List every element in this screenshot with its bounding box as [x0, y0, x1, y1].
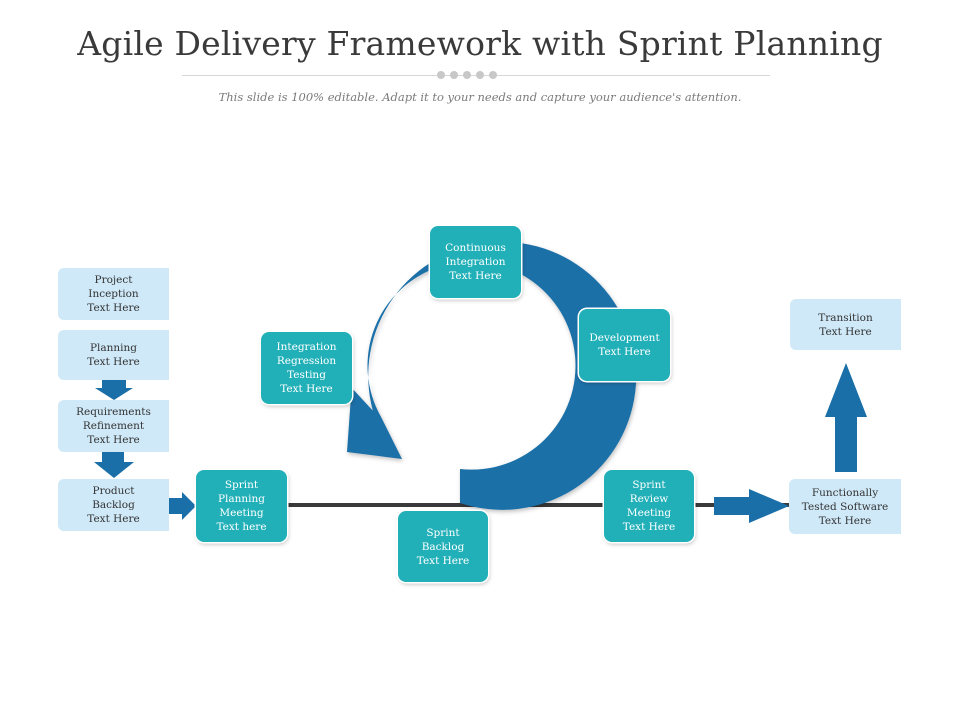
step-planning: Planning Text Here — [58, 330, 169, 380]
step-development: Development Text Here — [579, 309, 670, 381]
subtitle: This slide is 100% editable. Adapt it to… — [218, 90, 742, 104]
divider-dot — [450, 71, 458, 79]
page-title: Agile Delivery Framework with Sprint Pla… — [77, 24, 883, 63]
divider-dot — [437, 71, 445, 79]
step-sprint-backlog: Sprint Backlog Text Here — [398, 511, 488, 582]
step-transition: Transition Text Here — [790, 299, 901, 350]
divider-dot — [476, 71, 484, 79]
step-sprint-review-meeting: Sprint Review Meeting Text Here — [604, 470, 694, 542]
up-arrow-transition — [825, 363, 867, 472]
step-project-inception: Project Inception Text Here — [58, 268, 169, 320]
down-arrow-1 — [95, 380, 133, 400]
right-arrow-backlog — [169, 492, 196, 520]
cycle-arrow — [347, 241, 637, 510]
step-requirements-refinement: Requirements Refinement Text Here — [58, 400, 169, 452]
divider-dot — [489, 71, 497, 79]
down-arrow-2 — [94, 452, 134, 478]
step-continuous-integration: Continuous Integration Text Here — [430, 226, 521, 298]
divider-dots — [437, 71, 497, 79]
step-sprint-planning-meeting: Sprint Planning Meeting Text here — [196, 470, 287, 542]
divider-dot — [463, 71, 471, 79]
right-arrow-review — [714, 489, 789, 523]
step-functionally-tested-software: Functionally Tested Software Text Here — [789, 479, 901, 534]
step-integration-regression-testing: Integration Regression Testing Text Here — [261, 332, 352, 404]
step-product-backlog: Product Backlog Text Here — [58, 479, 169, 531]
